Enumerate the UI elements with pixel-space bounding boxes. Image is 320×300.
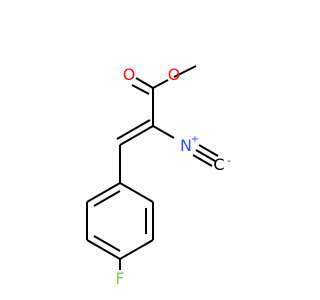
molecule-structure-diagram: O O N + C - F (86, 65, 231, 288)
bond-alpha-vinylic-2 (116, 119, 151, 140)
ring-bond-1 (119, 182, 154, 203)
ester-oxygen-label: O (168, 65, 181, 84)
ring-bond-6 (86, 182, 121, 203)
nitrogen-positive-charge: + (191, 134, 199, 145)
bond-alpha-nitrogen (152, 125, 175, 139)
ring-inner-double-2 (93, 235, 121, 252)
carbonyl-oxygen-label: O (123, 65, 136, 84)
bond-ester-oxygen-methyl (173, 65, 197, 78)
carbon-negative-charge: - (227, 156, 231, 167)
ring-bond-4 (86, 239, 121, 260)
ring-inner-double-3 (93, 190, 121, 207)
ring-bond-3 (119, 239, 154, 260)
bond-carbonyl-double-1 (135, 77, 154, 89)
bond-carbonyl-carbon-ester-oxygen (152, 79, 169, 89)
bond-carbonyl-double-2 (131, 84, 150, 95)
fluorine-label: F (115, 269, 124, 288)
bond-n-c-triple-3 (192, 154, 213, 167)
isocyanide-carbon-label: C (213, 155, 224, 174)
bond-n-c-triple-2 (198, 144, 219, 157)
bond-n-c-triple-1 (195, 149, 216, 162)
bond-alpha-vinylic-1 (119, 125, 154, 146)
isocyanide-nitrogen-label: N (180, 136, 192, 155)
